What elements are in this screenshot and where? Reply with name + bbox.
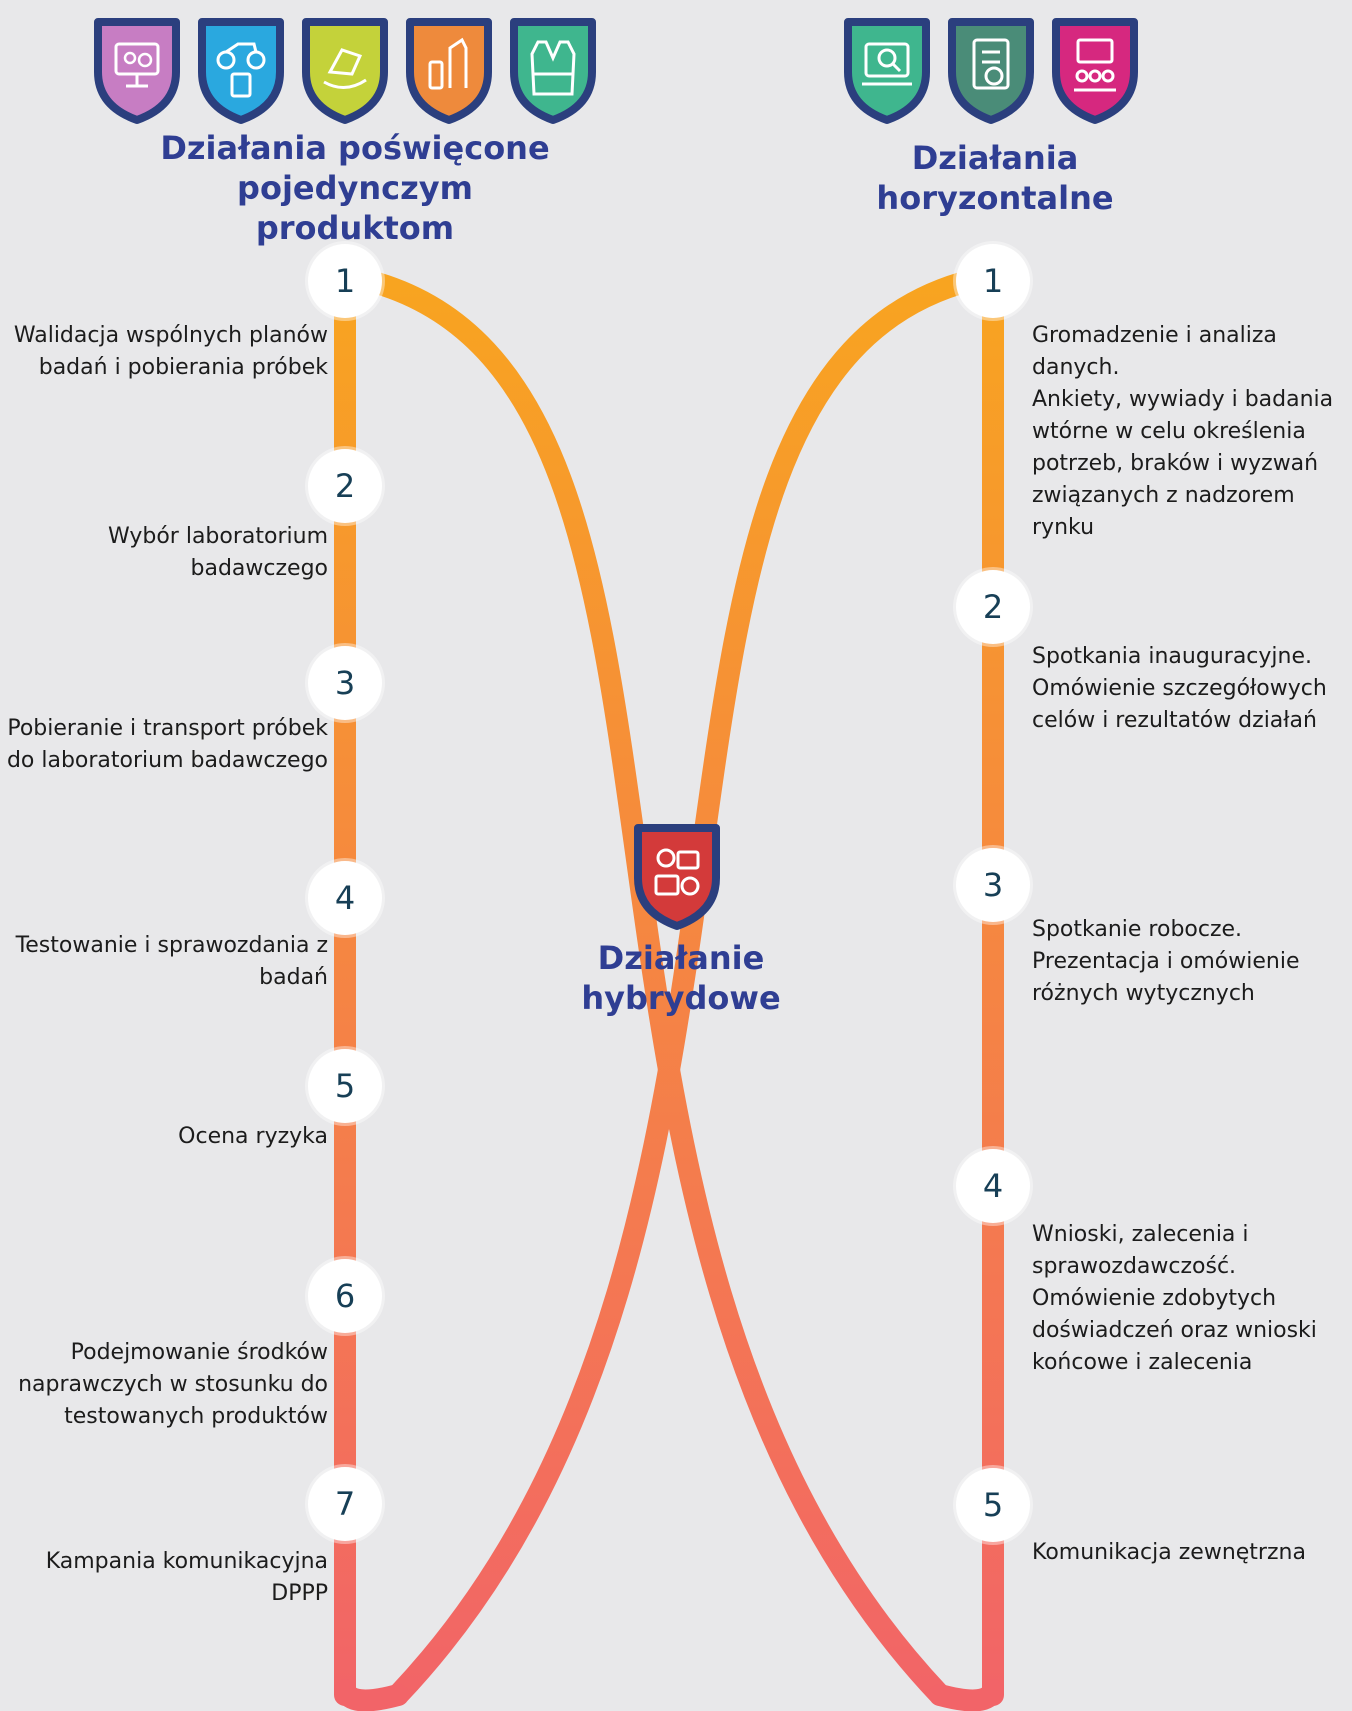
left-step-7-number: 7 — [308, 1467, 382, 1541]
left-step-6-text: Podejmowanie środków naprawczych w stosu… — [18, 1340, 328, 1429]
right-step-4-number: 4 — [956, 1149, 1030, 1223]
toys-ecommerce-icon — [94, 18, 180, 124]
right-step-1-title: Gromadzenie i analiza danych. — [1032, 323, 1277, 380]
checklist-inspection-icon — [948, 18, 1034, 124]
high-visibility-vest-icon — [510, 18, 596, 124]
left-step-5-number: 5 — [308, 1049, 382, 1123]
childcare-rocker-icon — [302, 18, 388, 124]
left-heading: Działania poświęcone pojedynczym produkt… — [160, 129, 550, 247]
right-step-1-text: Gromadzenie i analiza danych. Ankiety, w… — [1032, 320, 1348, 544]
right-step-2-number: 2 — [956, 570, 1030, 644]
right-step-5-number: 5 — [956, 1468, 1030, 1542]
left-step-6-number: 6 — [308, 1259, 382, 1333]
lighter-cosmetics-icon — [406, 18, 492, 124]
right-step-4-title: Wnioski, zalecenia i sprawozdawczość. — [1032, 1222, 1249, 1279]
right-step-2-detail: Omówienie szczegółowych celów i rezultat… — [1032, 676, 1327, 733]
left-step-2-number: 2 — [308, 449, 382, 523]
left-step-1-text: Walidacja wspólnych planów badań i pobie… — [13, 323, 328, 380]
left-step-3-text: Pobieranie i transport próbek do laborat… — [6, 716, 328, 773]
left-step-4-number: 4 — [308, 861, 382, 935]
right-heading: Działania horyzontalne — [876, 139, 1114, 217]
right-step-3-title: Spotkanie robocze. — [1032, 917, 1243, 942]
left-step-4-text: Testowanie i sprawozdania z badań — [15, 933, 328, 990]
right-step-5-text: Komunikacja zewnętrzna — [1032, 1537, 1348, 1569]
right-step-3-number: 3 — [956, 848, 1030, 922]
right-step-2-text: Spotkania inauguracyjne. Omówienie szcze… — [1032, 641, 1348, 737]
right-step-4-detail: Omówienie zdobytych doświadczeń oraz wni… — [1032, 1286, 1317, 1375]
vehicle-battery-icon — [198, 18, 284, 124]
left-step-1-number: 1 — [308, 244, 382, 318]
left-step-2-text: Wybór laboratorium badawczego — [107, 524, 328, 581]
right-step-1-number: 1 — [956, 244, 1030, 318]
left-step-3-number: 3 — [308, 646, 382, 720]
left-step-5-text: Ocena ryzyka — [178, 1124, 328, 1149]
right-bottom-join — [929, 1679, 1004, 1711]
right-step-3-text: Spotkanie robocze. Prezentacja i omówien… — [1032, 914, 1348, 1010]
meeting-presentation-icon — [1052, 18, 1138, 124]
left-bottom-join — [334, 1679, 409, 1711]
hybrid-products-icon — [634, 824, 720, 930]
right-step-3-detail: Prezentacja i omówienie różnych wytyczny… — [1032, 949, 1300, 1006]
right-step-1-detail: Ankiety, wywiady i badania wtórne w celu… — [1032, 387, 1334, 540]
center-heading: Działanie hybrydowe — [581, 939, 781, 1017]
right-step-2-title: Spotkania inauguracyjne. — [1032, 644, 1312, 669]
right-step-5-title: Komunikacja zewnętrzna — [1032, 1540, 1306, 1565]
right-step-4-text: Wnioski, zalecenia i sprawozdawczość. Om… — [1032, 1219, 1348, 1379]
left-step-7-text: Kampania komunikacyjna DPPP — [45, 1549, 328, 1606]
data-analysis-icon — [844, 18, 930, 124]
